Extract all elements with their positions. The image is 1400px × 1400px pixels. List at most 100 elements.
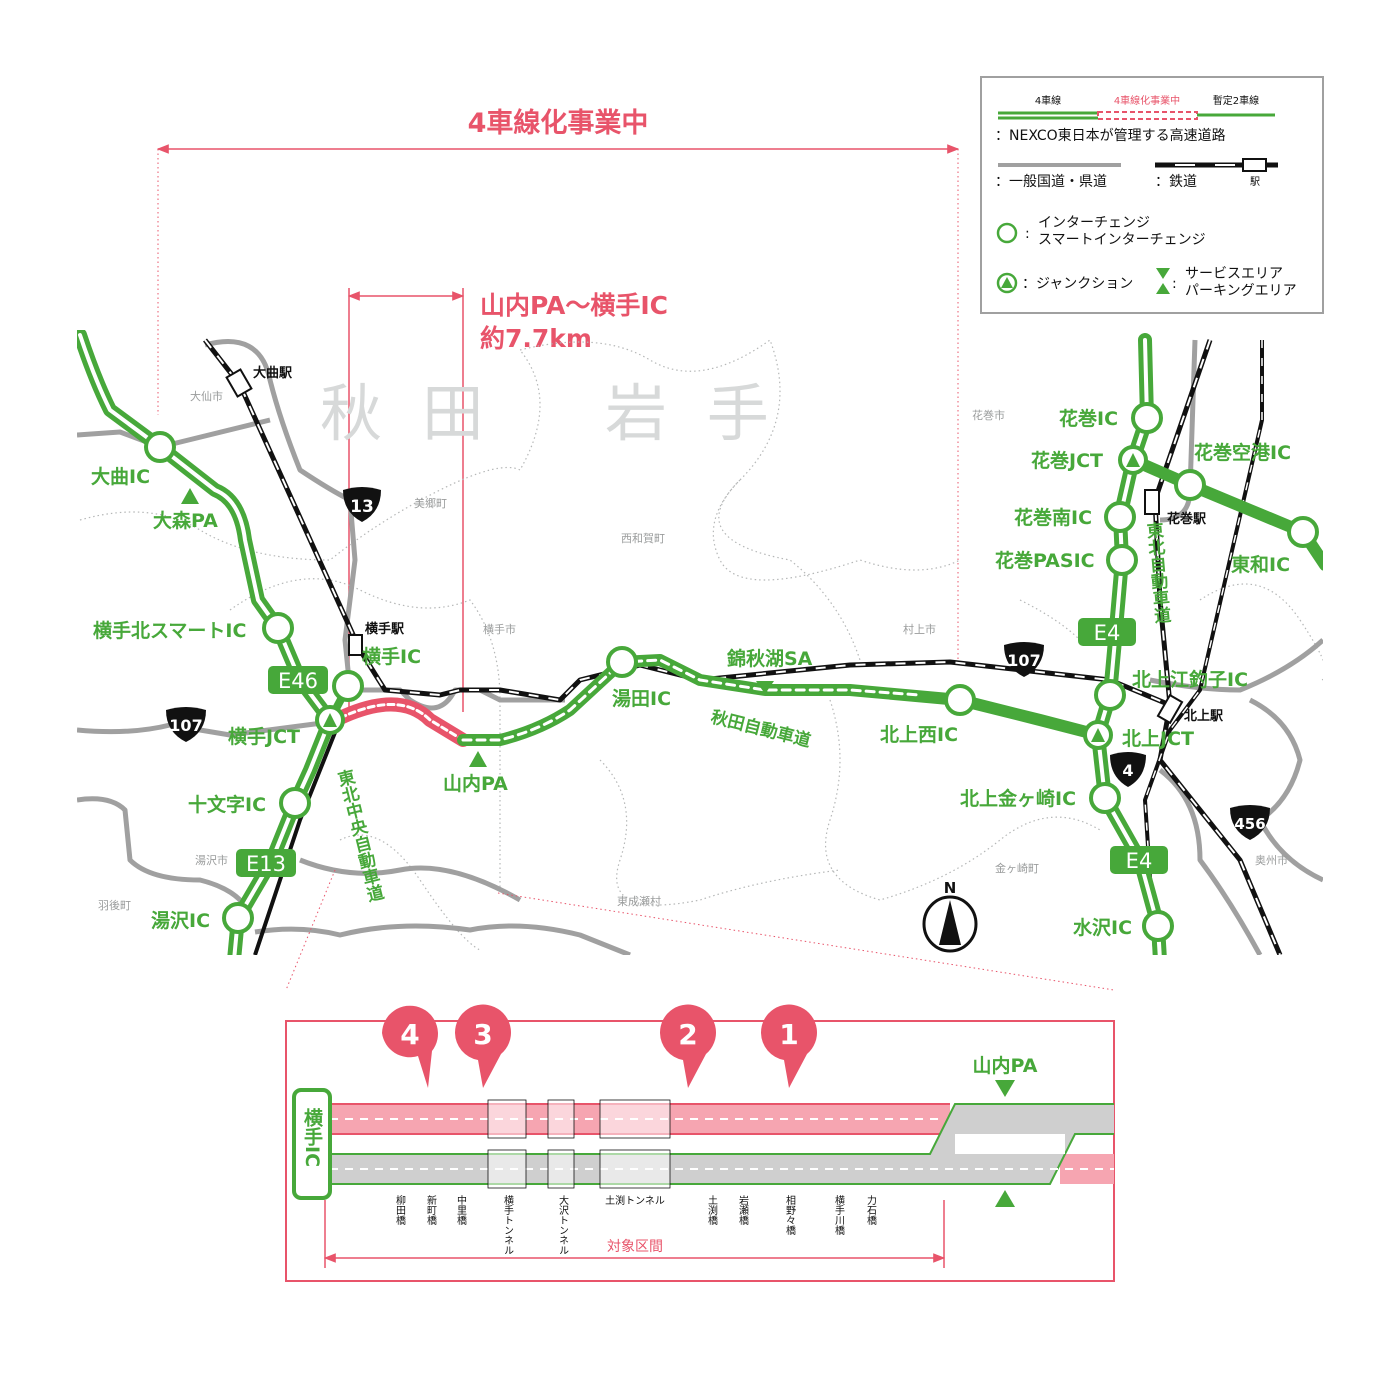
prefecture-iwate: 岩 手 bbox=[605, 377, 779, 450]
ic-marker-kitakami-kanegasaki[interactable] bbox=[1089, 782, 1121, 814]
label-yuda-ic: 湯田IC bbox=[612, 688, 671, 710]
legend-railway: ：鉄道 bbox=[1155, 174, 1197, 190]
section-span-annotation: 山内PA～横手IC 約7.7km bbox=[347, 288, 668, 720]
label-jumonji-ic: 十文字IC bbox=[188, 793, 266, 816]
diagram-yamauchi-pa: 山内PA bbox=[973, 1054, 1038, 1077]
station-hanamaki: 花巻駅 bbox=[1167, 511, 1207, 527]
label-hanamaki-jct: 花巻JCT bbox=[1031, 449, 1103, 472]
town-oshu: 奥州市 bbox=[1255, 853, 1288, 867]
label-akita-expressway: 秋田自動車道 bbox=[709, 706, 813, 751]
ic-marker-omagari[interactable] bbox=[144, 431, 176, 463]
legend-ic: インターチェンジ bbox=[1038, 215, 1150, 231]
town-yuzawa: 湯沢市 bbox=[195, 853, 228, 867]
structure-dobuchi-bridge: 土渕橋 bbox=[706, 1194, 718, 1226]
town-higashinaruse: 東成瀬村 bbox=[617, 894, 661, 908]
town-hanamaki: 花巻市 bbox=[972, 408, 1005, 422]
structure-iwase-bridge: 岩瀬橋 bbox=[737, 1194, 749, 1226]
structure-dobuchi-tunnel: 土渕トンネル bbox=[605, 1194, 665, 1207]
ic-marker-yuda[interactable] bbox=[606, 646, 638, 678]
label-hanamaki-kuko-ic: 花巻空港IC bbox=[1194, 441, 1291, 464]
structure-ainono-bridge: 相野々橋 bbox=[784, 1194, 796, 1236]
pa-icon bbox=[1156, 283, 1170, 294]
marker-2[interactable]: 2 bbox=[678, 1018, 697, 1051]
route-shields: E46 E13 E4 E4 13 107 107 4 456 bbox=[166, 487, 1270, 877]
north-arrow-icon: N bbox=[922, 879, 978, 953]
station-yokote: 横手駅 bbox=[365, 621, 405, 637]
sa-icon bbox=[1156, 268, 1170, 279]
label-omori-pa: 大森PA bbox=[153, 509, 218, 532]
ic-marker-mizusawa[interactable] bbox=[1142, 910, 1174, 942]
ic-marker-yokote-kita[interactable] bbox=[262, 612, 294, 644]
shield-route-4: 4 bbox=[1122, 761, 1133, 780]
label-hanamaki-minami-ic: 花巻南IC bbox=[1014, 506, 1092, 529]
structure-yanagita-bridge: 柳田橋 bbox=[394, 1194, 406, 1226]
ic-marker-towa[interactable] bbox=[1287, 516, 1319, 548]
marker-1[interactable]: 1 bbox=[779, 1018, 798, 1051]
structure-labels: 柳田橋 新町橋 中里橋 横手トンネル 大沢トンネル 土渕トンネル 土渕橋 岩瀬橋… bbox=[394, 1194, 877, 1255]
label-towa-ic: 東和IC bbox=[1231, 553, 1290, 576]
shield-route-13: 13 bbox=[350, 497, 374, 517]
label-tohoku-chuo-expressway: 東北中央自動車道 bbox=[332, 766, 385, 904]
label-hanamaki-ic: 花巻IC bbox=[1059, 407, 1118, 430]
town-misato: 美郷町 bbox=[414, 496, 447, 510]
shield-e4-north: E4 bbox=[1094, 621, 1121, 645]
label-yamauchi-pa: 山内PA bbox=[443, 772, 508, 795]
structure-nakazato-bridge: 中里橋 bbox=[455, 1194, 467, 1226]
svg-text::: : bbox=[1172, 276, 1177, 292]
compass-label: N bbox=[944, 879, 957, 897]
label-kitakami-jct: 北上JCT bbox=[1122, 728, 1194, 750]
legend-sa: サービスエリア bbox=[1185, 266, 1283, 282]
label-yokote-kita-smart-ic: 横手北スマートIC bbox=[93, 619, 246, 642]
marker-3[interactable]: 3 bbox=[473, 1018, 492, 1051]
prefecture-akita: 秋 田 bbox=[320, 377, 494, 450]
structure-chikaraishi-bridge: 力石橋 bbox=[865, 1194, 877, 1226]
legend-pa: パーキングエリア bbox=[1185, 283, 1297, 299]
label-yokote-ic: 横手IC bbox=[362, 645, 421, 668]
legend-smart-ic: スマートインターチェンジ bbox=[1038, 232, 1206, 248]
ic-marker-kitakami-nishi[interactable] bbox=[944, 684, 976, 716]
legend-general-road: ：一般国道・県道 bbox=[995, 174, 1107, 190]
station-omagari: 大曲駅 bbox=[253, 365, 293, 381]
town-ugo: 羽後町 bbox=[98, 898, 131, 912]
shield-route-456: 456 bbox=[1234, 815, 1265, 833]
structure-osawa-tunnel: 大沢トンネル bbox=[557, 1194, 569, 1255]
legend-nexco: ：NEXCO東日本が管理する高速道路 bbox=[995, 127, 1226, 144]
shield-e4-south: E4 bbox=[1126, 849, 1153, 873]
label-mizusawa-ic: 水沢IC bbox=[1073, 916, 1132, 939]
label-omagari-ic: 大曲IC bbox=[91, 465, 150, 488]
map: 秋 田 岩 手 bbox=[77, 330, 1323, 955]
diagram-yokote-ic: 横手IC bbox=[301, 1107, 323, 1167]
ic-marker-kitakami-etsuriko[interactable] bbox=[1094, 679, 1126, 711]
shield-route-107-east: 107 bbox=[1007, 651, 1040, 670]
station-icon bbox=[1242, 158, 1267, 172]
legend: 4車線 4車線化事業中 暫定2車線 ：NEXCO東日本が管理する高速道路 ：一般… bbox=[980, 76, 1324, 314]
station-kitakami: 北上駅 bbox=[1184, 709, 1224, 724]
legend-four-lane: 4車線 bbox=[1035, 94, 1061, 107]
legend-jct: ：ジャンクション bbox=[1022, 276, 1133, 292]
ic-marker-hanamaki-pasic[interactable] bbox=[1106, 544, 1138, 576]
ic-marker-yokote[interactable] bbox=[332, 670, 364, 702]
station-markers bbox=[225, 368, 1184, 725]
shield-route-107-west: 107 bbox=[169, 716, 202, 735]
ic-marker-hanamaki[interactable] bbox=[1131, 402, 1163, 434]
label-kitakami-nishi-ic: 北上西IC bbox=[880, 724, 958, 746]
target-section-label: 対象区間 bbox=[607, 1239, 663, 1255]
project-span-annotation: 4車線化事業中 bbox=[156, 107, 960, 665]
ic-marker-yuzawa[interactable] bbox=[222, 902, 254, 934]
ic-marker-hanamaki-minami[interactable] bbox=[1104, 501, 1136, 533]
shield-e46: E46 bbox=[278, 669, 318, 693]
label-yuzawa-ic: 湯沢IC bbox=[151, 909, 210, 932]
town-kanegasaki: 金ヶ崎町 bbox=[995, 861, 1039, 875]
ic-marker-hanamaki-kuko[interactable] bbox=[1174, 469, 1206, 501]
label-tohoku-expressway: 東北自動車道 bbox=[1142, 520, 1171, 624]
yokote-ic-box bbox=[292, 1088, 332, 1200]
shield-e13: E13 bbox=[246, 852, 286, 876]
town-murakami: 村上市 bbox=[903, 622, 936, 636]
section-length: 約7.7km bbox=[480, 324, 592, 353]
ic-icon bbox=[996, 222, 1018, 244]
project-title: 4車線化事業中 bbox=[468, 107, 649, 139]
town-yokote: 横手市 bbox=[483, 622, 516, 636]
marker-4[interactable]: 4 bbox=[400, 1018, 419, 1051]
construction-markers: 4 3 2 1 bbox=[382, 1004, 817, 1088]
ic-marker-jumonji[interactable] bbox=[279, 787, 311, 819]
